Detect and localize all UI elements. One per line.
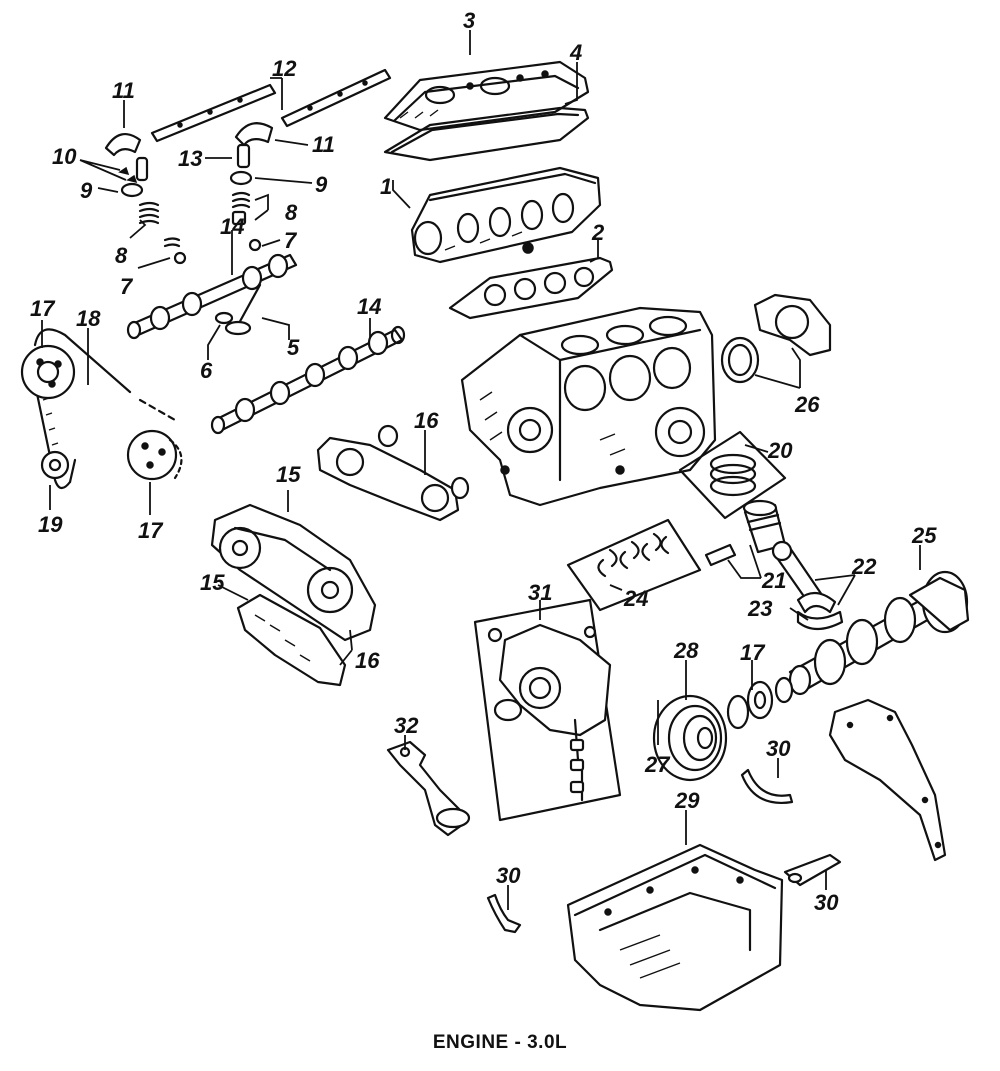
callout-9a: 9 — [80, 178, 93, 203]
valve-seal-left — [173, 251, 187, 265]
callout-1: 1 — [380, 174, 392, 199]
callout-14b: 14 — [357, 294, 381, 319]
callout-31: 31 — [528, 580, 552, 605]
rod-bearing-cap — [796, 610, 844, 631]
valve-cover — [383, 60, 590, 132]
callout-30a: 30 — [766, 736, 791, 761]
callout-17b: 17 — [138, 518, 164, 543]
callout-2: 2 — [591, 220, 605, 245]
oil-pump — [487, 623, 612, 802]
crankshaft-sprocket — [726, 676, 794, 730]
callout-17a: 17 — [30, 296, 56, 321]
bearings-box — [566, 518, 702, 612]
callout-17c: 17 — [740, 640, 766, 665]
diagram-caption: ENGINE - 3.0L — [432, 1032, 568, 1053]
callout-9b: 9 — [315, 172, 328, 197]
camshaft-lower — [210, 325, 406, 435]
callout-28: 28 — [673, 638, 699, 663]
callout-8b: 8 — [285, 200, 298, 225]
oil-pump-box — [473, 598, 622, 822]
camshaft-sprocket-upper — [20, 344, 76, 400]
piston-rings-box — [678, 430, 787, 520]
keepers-left — [118, 166, 138, 184]
callout-19: 19 — [38, 512, 63, 537]
callout-18: 18 — [76, 306, 101, 331]
rocker-arm-left — [104, 132, 142, 157]
callout-15b: 15 — [200, 570, 225, 595]
spring-retainer-left — [120, 182, 144, 198]
callout-27: 27 — [644, 752, 671, 777]
lifter-left — [135, 156, 149, 182]
rocker-arm-right — [234, 122, 274, 147]
oil-pan — [566, 843, 842, 1012]
leader-lines — [41, 30, 921, 910]
valve-guide — [214, 311, 234, 325]
callout-29: 29 — [674, 788, 700, 813]
tensioner-pulley — [40, 450, 70, 480]
callout-20: 20 — [767, 438, 793, 463]
timing-cover-lower — [236, 593, 347, 687]
callout-8a: 8 — [115, 243, 128, 268]
piston-pin — [704, 543, 737, 567]
callout-4: 4 — [569, 40, 582, 65]
callout-3: 3 — [463, 8, 475, 33]
callout-7b: 7 — [284, 228, 298, 253]
crankshaft-pulley — [652, 694, 728, 782]
callout-25: 25 — [911, 523, 937, 548]
oil-pan-seal-right — [740, 768, 794, 804]
camshaft-sprocket-lower — [126, 429, 183, 481]
timing-cover-upper — [210, 503, 377, 642]
callout-10: 10 — [52, 144, 77, 169]
oil-pan-seal-left — [486, 893, 522, 934]
valve — [224, 283, 262, 336]
valve-cover-gasket — [383, 106, 590, 162]
callout-16b: 16 — [355, 648, 380, 673]
callout-6: 6 — [200, 358, 213, 383]
cylinder-head — [410, 166, 602, 264]
callout-32: 32 — [394, 713, 419, 738]
camshaft-upper — [126, 253, 298, 340]
callout-7a: 7 — [120, 274, 134, 299]
rocker-shaft-left — [150, 83, 277, 143]
spring-retainer-right — [229, 170, 253, 186]
callout-16a: 16 — [414, 408, 439, 433]
callout-14a: 14 — [220, 214, 244, 239]
engine-block — [460, 306, 717, 507]
callout-23: 23 — [747, 596, 772, 621]
connecting-rod — [771, 540, 837, 614]
callout-12: 12 — [272, 56, 297, 81]
callout-30b: 30 — [496, 863, 521, 888]
rear-timing-cover — [316, 424, 470, 522]
callout-13: 13 — [178, 146, 202, 171]
callout-labels: 1 2 3 4 5 6 7 7 8 8 9 9 10 11 11 12 13 1… — [30, 8, 937, 915]
flywheel-cover — [828, 698, 947, 862]
callout-30c: 30 — [814, 890, 839, 915]
head-gasket — [448, 256, 614, 320]
rear-seal-retainer — [720, 293, 832, 384]
callout-5: 5 — [287, 335, 300, 360]
callout-15a: 15 — [276, 462, 301, 487]
crankshaft — [788, 570, 970, 696]
valve-spring-left — [138, 201, 181, 248]
callout-26: 26 — [794, 392, 820, 417]
callout-24: 24 — [623, 586, 648, 611]
callout-11b: 11 — [312, 132, 335, 157]
callout-22: 22 — [851, 554, 877, 579]
valve-seal-right — [248, 238, 262, 252]
callout-11a: 11 — [112, 78, 135, 103]
rocker-shaft-right — [280, 68, 392, 128]
lifter-right — [236, 143, 251, 169]
valve-spring-right — [231, 191, 251, 226]
timing-belt — [28, 328, 177, 490]
oil-strainer — [386, 740, 471, 837]
callout-21: 21 — [761, 568, 786, 593]
